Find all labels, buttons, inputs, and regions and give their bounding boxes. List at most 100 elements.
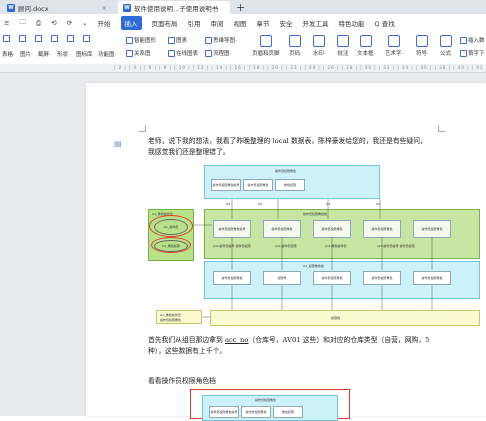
margin-mark	[139, 125, 146, 132]
new-tab-button[interactable]: +	[236, 1, 246, 14]
insert-number-button[interactable]: 插入数	[460, 36, 485, 44]
top-table-header: 操作员权限角色	[275, 169, 297, 173]
menu-view[interactable]: 视图	[233, 20, 247, 28]
tab-document-2[interactable]: W 软件使用说明...子使用说明书	[118, 1, 230, 14]
chevron-down-icon[interactable]: ⌄	[82, 19, 88, 27]
relationship-chart-icon	[126, 49, 133, 57]
q-label: Q2	[258, 202, 263, 206]
paragraph-1-line-1[interactable]: 老师，说下我的想法，我看了昨晚整理的 local 数据表，陈梓豪发给您的，我还是…	[148, 137, 427, 145]
yellow-row-link: 权限档	[331, 316, 341, 320]
yellow-sub-label: 操作员权限角色	[160, 318, 182, 322]
acc-no-term: acc_no	[224, 336, 249, 344]
menu-developer-tools[interactable]: 开发工具	[302, 20, 329, 28]
flowchart-icon	[205, 49, 212, 57]
paragraph-handle-icon[interactable]: ▤	[114, 139, 122, 148]
chart-icon	[168, 36, 175, 44]
open-folder-icon[interactable]: 🗀	[19, 17, 26, 26]
watermark-button[interactable]: 水印·	[313, 35, 326, 57]
cyan-cell: 操作员权限角色	[313, 271, 351, 285]
relationship-chart-button[interactable]: 关系图	[126, 49, 151, 57]
g-box-title: G1_角色操作员	[152, 212, 173, 216]
header-footer-button[interactable]: 页眉和页脚	[252, 35, 280, 57]
table-icon	[3, 35, 10, 42]
drop-cap-icon	[460, 49, 467, 57]
tab-label: 软件使用说明...子使用说明书	[134, 4, 219, 13]
paragraph-2-line-1[interactable]: 首先我们从组目那边拿到 acc_no（仓库号，AV01 这些）和对应的仓库类型（…	[148, 336, 430, 344]
redo-icon[interactable]: ⟳	[66, 19, 73, 27]
cyan-row-header: G1_权限角色档	[303, 264, 324, 268]
menu-chapter[interactable]: 章节	[256, 20, 270, 28]
word-doc-icon: W	[123, 3, 131, 12]
paragraph-2-line-2[interactable]: 种），这些数据有上千个。	[148, 347, 227, 355]
icon-library-icon	[67, 35, 74, 42]
flowchart-button[interactable]: 流程图·	[205, 49, 231, 57]
close-icon[interactable]: ×	[101, 3, 107, 12]
margin-mark	[438, 125, 445, 132]
cyan-cell: 权限号	[263, 271, 301, 285]
cyan-cell: 操作员权限角色	[363, 271, 401, 285]
er-diagram[interactable]: 操作员权限角色 操作员权限角色编号 操作员权限角色 角色权限 Q4 Q2 Q3 …	[148, 165, 480, 335]
function-chart-icon	[83, 35, 90, 42]
menu-security[interactable]: 安全	[279, 20, 293, 28]
search-button[interactable]: Q 查找	[374, 20, 395, 28]
menu-bar: ≡ 🗀 ⎙ ⟲ ⟳ ⌄ 开始 插入 页面布局 引用 审阅 视图 章节 安全 开发…	[0, 14, 486, 32]
green-table-row: 操作员权限角色档 操作员权限角色编号 操作员权限角色 操作员权限角色 操作员权限…	[204, 209, 480, 259]
icon-library-button[interactable]: 图标库	[76, 52, 93, 58]
word-art-icon	[388, 35, 401, 47]
picture-icon	[19, 35, 26, 42]
picture-button[interactable]: 图片·	[20, 52, 33, 58]
screenshot-icon	[35, 35, 42, 42]
small-label: (Q2)角色操作员	[325, 244, 347, 248]
cyan-cell: 操作员权限角色	[213, 271, 251, 285]
online-chart-icon	[168, 49, 175, 57]
shapes-icon	[51, 35, 58, 42]
bottom-cell: 操作员权限角色编号	[209, 406, 239, 418]
bottom-table-header: 操作员权限角色	[255, 398, 277, 402]
paragraph-3[interactable]: 看看操作员权限角色档	[148, 377, 216, 385]
menu-review[interactable]: 审阅	[210, 20, 224, 28]
horizontal-ruler[interactable]: | 2 | | 4 | | 6 | | 8 | | 10 | | 12 | | …	[0, 64, 486, 73]
screenshot-button[interactable]: 截屏·	[38, 52, 51, 58]
chart-button[interactable]: 图表	[168, 36, 187, 44]
paragraph-1-line-2[interactable]: 我感觉我们还是整理错了。	[148, 148, 230, 156]
online-chart-button[interactable]: 在线图表	[168, 49, 198, 57]
comment-button[interactable]: 批注	[337, 35, 349, 57]
document-page[interactable]: ▤ 老师，说下我的想法，我看了昨晚整理的 local 数据表，陈梓豪发给您的，我…	[86, 83, 486, 421]
menu-insert[interactable]: 插入	[120, 16, 142, 30]
insert-number-icon	[460, 36, 467, 44]
top-cell: 角色权限	[275, 179, 305, 191]
small-label: (Q3)操作员编号 操作员权限	[377, 244, 415, 248]
menu-icon[interactable]: ≡	[4, 19, 10, 27]
text-box-button[interactable]: 文本框·	[357, 35, 375, 57]
page-number-icon	[289, 35, 302, 47]
omega-icon	[416, 35, 429, 47]
cyan-table-row: G1_权限角色档 操作员权限角色 权限号 操作员权限角色 操作员权限角色 操作员…	[204, 261, 480, 299]
print-icon[interactable]: ⎙	[35, 18, 42, 27]
undo-icon[interactable]: ⟲	[51, 19, 57, 27]
tab-document-1[interactable]: W 顾问.docx ×	[2, 1, 112, 14]
formula-button[interactable]: 公式·	[440, 35, 453, 57]
shapes-button[interactable]: 形状·	[57, 52, 70, 58]
small-label: (Q1)操作员权限	[275, 244, 297, 248]
red-highlight-circle	[151, 237, 191, 253]
ribbon-toolbar: 表格· 图片· 截屏· 形状· 图标库 功能图· 智能图形 图表 思维导图· 关…	[0, 32, 486, 65]
pi-icon	[440, 35, 453, 47]
word-art-button[interactable]: 艺术字·	[385, 35, 403, 57]
menu-page-layout[interactable]: 页面布局	[151, 20, 178, 28]
table-button[interactable]: 表格·	[2, 52, 15, 58]
menu-references[interactable]: 引用	[187, 20, 201, 28]
mind-map-button[interactable]: 思维导图·	[205, 36, 237, 44]
smart-art-button[interactable]: 智能图形	[126, 36, 156, 44]
diagram-connectors	[194, 199, 433, 318]
mind-map-icon	[205, 36, 212, 44]
bottom-cell: 角色权限	[273, 406, 303, 418]
menu-home[interactable]: 开始	[97, 20, 111, 28]
page-number-button[interactable]: 页码·	[289, 35, 302, 57]
function-chart-button[interactable]: 功能图·	[98, 52, 117, 58]
menu-features[interactable]: 特色功能	[338, 20, 365, 28]
green-row-header: 操作员权限角色档	[303, 212, 328, 216]
smart-art-icon	[126, 36, 133, 44]
q-label: Q4	[376, 202, 381, 206]
drop-cap-button[interactable]: 首字下	[460, 49, 485, 57]
symbol-button[interactable]: 符号·	[416, 35, 429, 57]
